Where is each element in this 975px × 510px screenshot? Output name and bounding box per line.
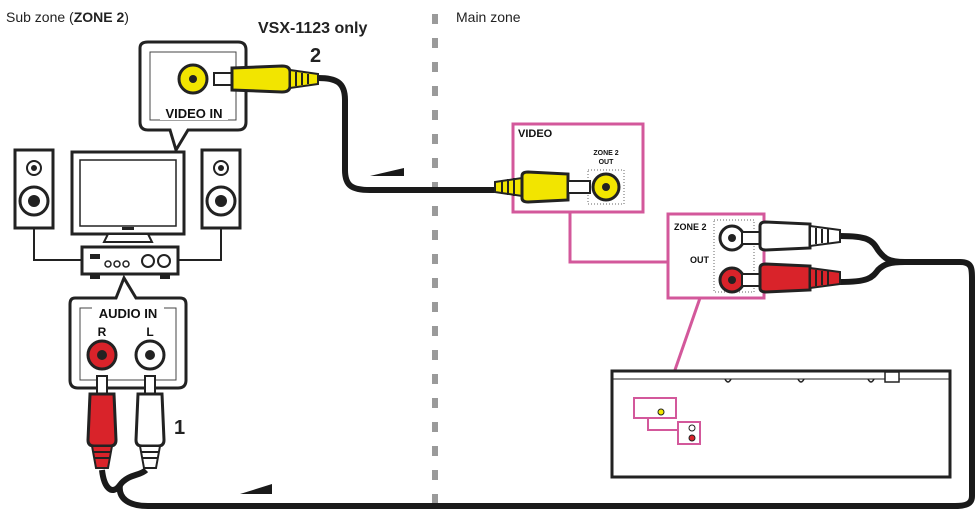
audio-cable-red (839, 259, 906, 285)
arrow-left-icon (240, 484, 272, 494)
left-channel-label: L (146, 325, 153, 339)
audio-plug-white-mainzone (741, 220, 841, 252)
video-plug-subzone (213, 64, 319, 94)
audio-zone2-label: ZONE 2 (674, 222, 707, 232)
audio-in-label: AUDIO IN (99, 306, 158, 321)
model-note: VSX-1123 only (258, 20, 367, 37)
zone2-out-label-line2: OUT (599, 159, 615, 166)
zone2-out-label-line1: ZONE 2 (593, 150, 618, 157)
audio-plug-white-subzone (134, 375, 166, 469)
tv-icon (70, 150, 186, 243)
receiver-rear-panel-icon (610, 369, 952, 479)
arrow-left-icon (370, 168, 404, 176)
video-cable (317, 75, 495, 193)
audio-cable-split (99, 467, 149, 493)
audio-out-label: OUT (690, 255, 710, 265)
audio-plug-red-mainzone (741, 262, 841, 294)
video-in-label: VIDEO IN (165, 106, 222, 121)
speaker-wire (178, 228, 222, 261)
left-speaker-icon (13, 148, 55, 230)
panel-connector (568, 212, 668, 264)
audio-plug-red-subzone (86, 375, 118, 469)
step-number-1: 1 (174, 417, 185, 439)
amplifier-icon (80, 245, 180, 279)
audio-in-callout: AUDIO IN R L (68, 274, 188, 390)
right-speaker-icon (200, 148, 242, 230)
audio-cable-white (116, 233, 975, 509)
video-plug-mainzone (494, 170, 591, 204)
main-zone-label: Main zone (456, 9, 521, 25)
right-channel-label: R (98, 325, 107, 339)
video-panel-label: VIDEO (518, 128, 553, 140)
audio-output-panel: ZONE 2 OUT (666, 212, 766, 300)
speaker-wire (33, 228, 82, 261)
video-in-callout: VIDEO IN (138, 40, 248, 154)
step-number-2: 2 (310, 45, 321, 67)
sub-zone-label: Sub zone (ZONE 2) (6, 9, 129, 25)
